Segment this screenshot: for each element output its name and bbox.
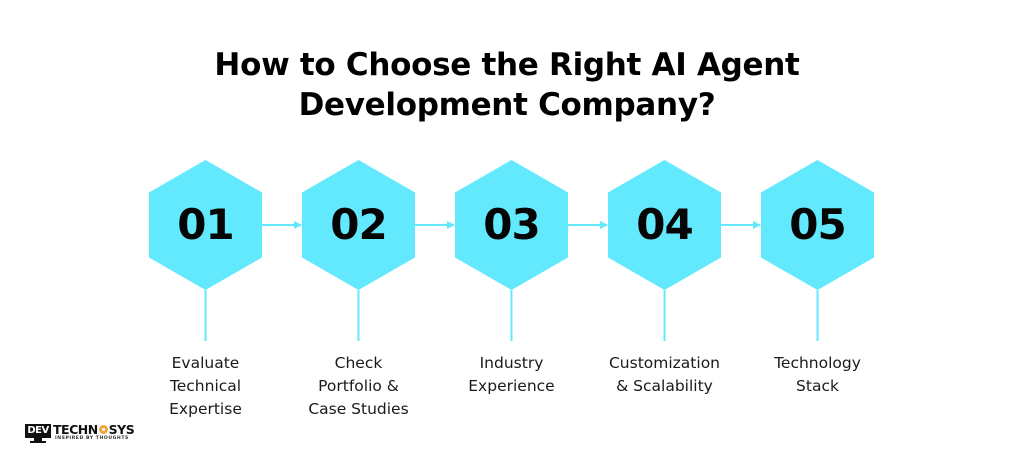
step-4-label: Customization & Scalability — [608, 354, 720, 395]
step-2-label: Check Portfolio & Case Studies — [308, 354, 409, 418]
step-5-hexagon — [761, 160, 874, 341]
monitor-stand — [34, 438, 42, 441]
monitor-base — [30, 441, 46, 443]
step-3-hexagon — [455, 160, 568, 341]
step-4-number: 04 — [636, 200, 693, 249]
step-2-hexagon — [302, 160, 415, 341]
monitor-icon: DEV — [25, 424, 51, 438]
step-1-label: Evaluate Technical Expertise — [169, 354, 242, 418]
step-2-number: 02 — [330, 200, 387, 249]
step-1-hexagon — [149, 160, 262, 341]
step-3-number: 03 — [483, 200, 540, 249]
page-title: How to Choose the Right AI Agent Develop… — [0, 45, 1014, 125]
title-line-1: How to Choose the Right AI Agent — [214, 47, 800, 83]
brand-tagline: INSPIRED BY THOUGHTS — [55, 436, 129, 441]
title-line-2: Development Company? — [298, 87, 716, 123]
step-4-hexagon — [608, 160, 721, 341]
step-1-number: 01 — [177, 200, 234, 249]
step-3-label: Industry Experience — [468, 354, 555, 395]
gear-icon — [98, 425, 108, 434]
step-5-number: 05 — [789, 200, 846, 249]
step-5-label: Technology Stack — [774, 354, 861, 395]
